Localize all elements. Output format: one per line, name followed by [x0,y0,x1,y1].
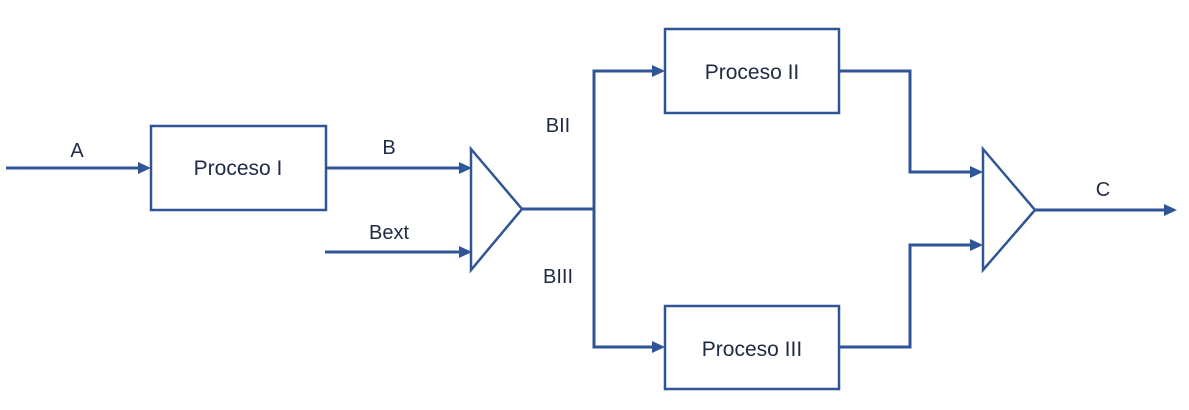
arrowhead-icon [970,239,983,251]
arrowhead-icon [138,162,151,174]
process-label: Proceso III [702,338,802,361]
arrowhead-icon [652,341,665,353]
stream-biii [592,209,665,353]
arrowhead-icon [1164,204,1177,216]
stream-label-bii: BII [546,115,570,137]
stream-a [6,162,151,174]
arrowhead-icon [970,166,983,178]
process-label: Proceso II [705,61,800,84]
stream-label-biii: BIII [543,266,573,288]
process-box-3: Proceso III [663,304,841,391]
process-box-2: Proceso II [663,27,841,115]
process-box-1: Proceso I [149,124,328,212]
stream-c [1035,204,1177,216]
stream-label-b: B [382,137,395,159]
arrowhead-icon [652,65,665,77]
stream-bext [325,246,472,258]
stream-label-c: C [1096,179,1110,201]
stream-label-a: A [70,140,84,162]
arrowhead-icon [459,162,472,174]
process-label: Proceso I [194,157,283,180]
mixer-2-triangle-icon [981,145,1037,274]
stream-b [326,162,472,174]
mixer-1-triangle-icon [469,145,524,274]
stream-label-bext: Bext [369,222,409,244]
arrowhead-icon [459,246,472,258]
stream-p3-out [839,239,983,349]
stream-bii [592,65,665,209]
stream-p2-out [839,69,983,178]
